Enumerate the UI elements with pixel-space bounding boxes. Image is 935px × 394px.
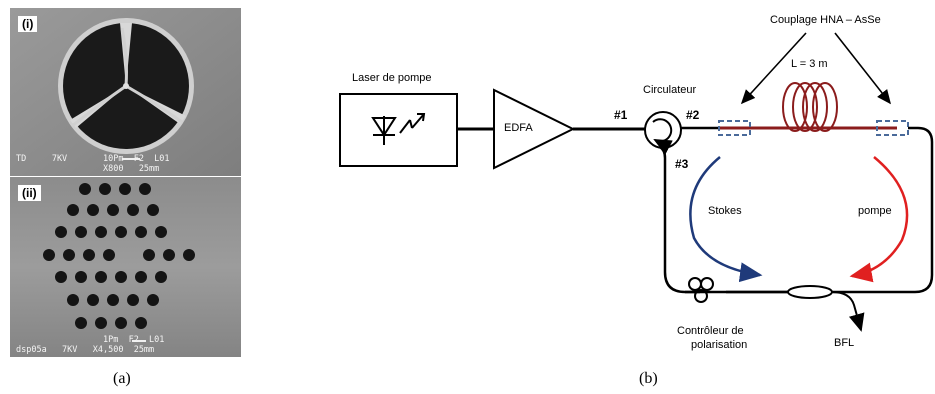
air-hole: [135, 226, 147, 238]
air-hole: [75, 271, 87, 283]
air-hole: [135, 271, 147, 283]
sem-image-suspended-core: (i) TD 7KV 10Pm F2 L01 X800 25mm: [10, 8, 241, 176]
caption-b: (b): [639, 370, 658, 387]
stokes-arrow: [689, 156, 763, 283]
air-hole: [67, 204, 79, 216]
caption-a: (a): [113, 370, 131, 387]
air-hole: [155, 226, 167, 238]
air-hole: [183, 249, 195, 261]
air-hole: [115, 317, 127, 329]
air-hole: [79, 183, 91, 195]
pump-label: pompe: [858, 205, 892, 217]
stokes-label: Stokes: [708, 205, 742, 217]
air-hole: [107, 294, 119, 306]
air-hole: [67, 294, 79, 306]
laser-diode-icon: [371, 113, 426, 145]
port-3-label: #3: [675, 157, 689, 171]
air-hole: [87, 204, 99, 216]
sem-info-ii: 1Pm F2 L01 dsp05a 7KV X4,500 25mm: [16, 335, 237, 355]
sem-info-ii-line1: 1Pm F2 L01: [16, 335, 165, 345]
ring-right-segment: [833, 126, 934, 294]
hole-lattice-fiber-image: [10, 177, 241, 357]
air-hole: [155, 271, 167, 283]
air-hole: [99, 183, 111, 195]
air-hole: [83, 249, 95, 261]
air-hole: [143, 249, 155, 261]
air-hole: [115, 226, 127, 238]
air-hole: [43, 249, 55, 261]
output-coupler-icon: [726, 285, 865, 332]
air-hole: [147, 204, 159, 216]
air-hole: [63, 249, 75, 261]
image-tag-ii: (ii): [18, 185, 41, 201]
air-hole: [95, 317, 107, 329]
sem-info-ii-line2: dsp05a 7KV X4,500 25mm: [16, 345, 155, 355]
coupling-arrow-left: [740, 32, 807, 105]
air-hole: [103, 249, 115, 261]
sem-info-i: TD 7KV 10Pm F2 L01 X800 25mm: [16, 154, 237, 174]
port-1-label: #1: [614, 108, 628, 122]
pump-laser: [339, 93, 458, 167]
air-hole: [95, 226, 107, 238]
sem-image-hole-lattice: (ii) 1Pm F2 L01 dsp05a 7KV X4,500 25mm: [10, 177, 241, 357]
controller-label-1: Contrôleur de: [677, 325, 744, 337]
coupling-label: Couplage HNA – AsSe: [770, 14, 881, 26]
air-hole: [135, 317, 147, 329]
pump-arrow: [849, 156, 909, 283]
sem-info-i-line1: TD 7KV 10Pm F2 L01: [16, 154, 170, 164]
port-2-label: #2: [686, 108, 700, 122]
air-hole: [87, 294, 99, 306]
fiber-coil-icon: [782, 82, 838, 132]
air-hole: [163, 249, 175, 261]
suspended-core-fiber-image: [10, 8, 241, 176]
air-hole: [115, 271, 127, 283]
coupling-arrow-right: [834, 32, 891, 105]
output-label: BFL: [834, 337, 855, 349]
circulator-icon: [644, 111, 682, 155]
image-tag-i: (i): [18, 16, 38, 32]
polarization-controller-icon: [685, 277, 726, 303]
sem-info-i-line2: X800 25mm: [16, 164, 160, 174]
air-hole: [95, 271, 107, 283]
controller-label-2: polarisation: [691, 339, 748, 351]
coupling-box-left: [718, 120, 751, 136]
air-hole: [139, 183, 151, 195]
air-hole: [75, 317, 87, 329]
circulator-label: Circulateur: [643, 84, 697, 96]
coupling-box-right: [876, 120, 909, 136]
edfa-label: EDFA: [504, 122, 533, 134]
air-hole: [75, 226, 87, 238]
air-hole: [127, 294, 139, 306]
air-hole: [107, 204, 119, 216]
fiber-length-label: L = 3 m: [791, 58, 828, 70]
edfa-amplifier-icon: [493, 88, 576, 170]
air-hole: [147, 294, 159, 306]
air-hole: [119, 183, 131, 195]
air-hole: [127, 204, 139, 216]
air-hole: [55, 226, 67, 238]
air-hole: [55, 271, 67, 283]
laser-label: Laser de pompe: [352, 72, 432, 84]
